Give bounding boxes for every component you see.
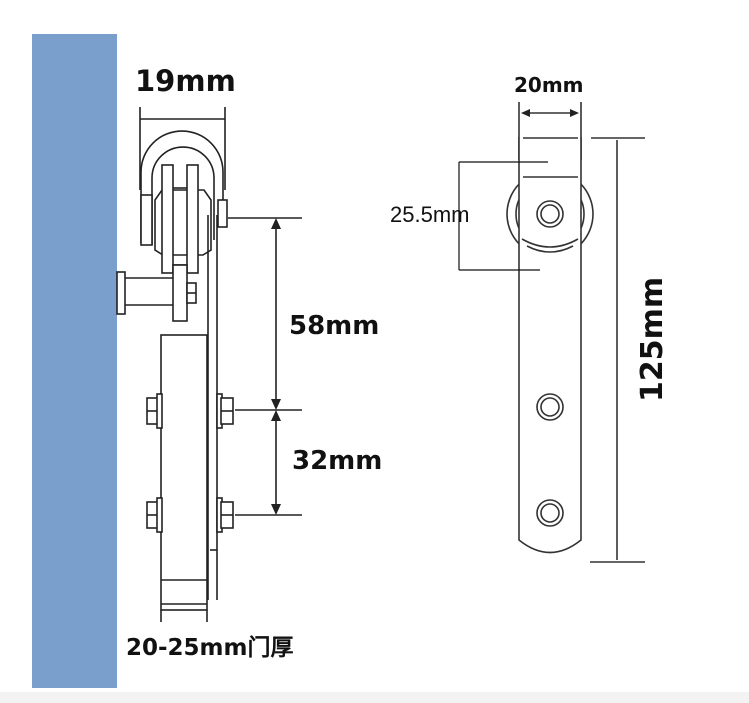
side-view-arrows [271, 218, 281, 515]
door-panel [32, 34, 117, 688]
front-view [506, 102, 645, 563]
wheel-height-label: 25.5mm [390, 202, 469, 227]
strap-width-label: 20mm [514, 73, 584, 97]
roller-width-label: 19mm [135, 64, 236, 98]
front-view-arrows [521, 109, 579, 117]
top-to-bolt1-label: 58mm [289, 311, 379, 341]
bottom-strip [0, 692, 749, 703]
wheel-height-dimension [458, 161, 548, 271]
door-thickness-label: 20-25mm门厚 [126, 634, 294, 661]
total-length-label: 125mm [635, 277, 670, 402]
bolt-spacing-label: 32mm [292, 446, 382, 476]
side-view [116, 107, 302, 622]
